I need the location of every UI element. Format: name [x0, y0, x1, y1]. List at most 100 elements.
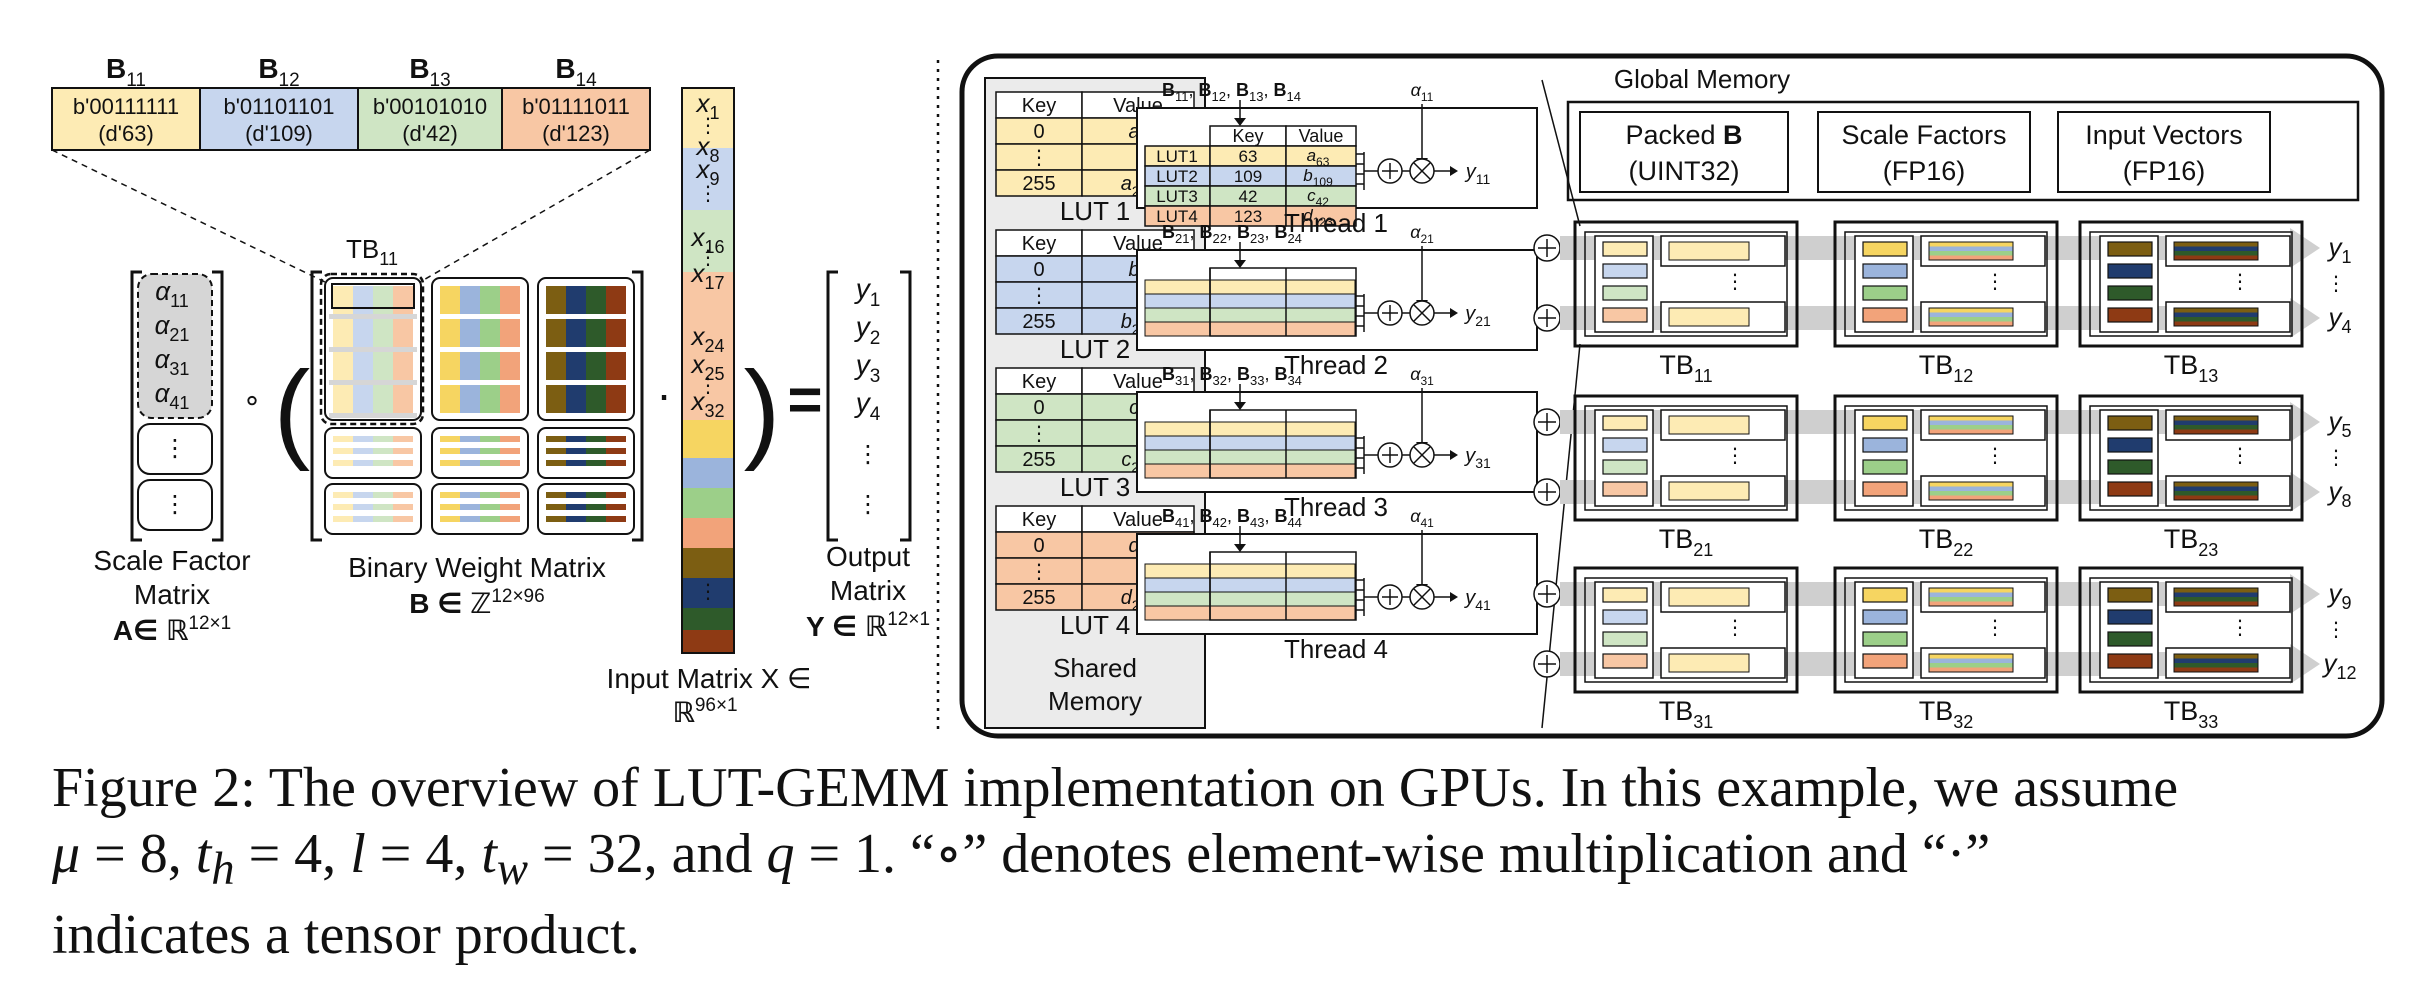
tb-box-12	[1833, 220, 2059, 348]
tb-lut-swatch	[1602, 631, 1648, 647]
thread-alpha-11: α11	[1411, 80, 1434, 104]
tb-label-21-base: TB	[1659, 524, 1694, 554]
x-16-base: x	[689, 222, 705, 252]
tb-stripe	[2174, 317, 2258, 322]
t1-value-sub: 123	[1313, 215, 1333, 229]
tb-label-32-sub: 32	[1953, 712, 1973, 732]
bw-cell	[500, 385, 520, 413]
lut-key-cell	[995, 307, 1083, 335]
bw-lower-cell	[566, 516, 586, 522]
output-label-1: Output	[826, 541, 910, 572]
bw-lower-cell	[333, 436, 353, 442]
tb11-label-base: TB	[346, 234, 379, 264]
thread-b: B	[1237, 506, 1250, 526]
lut-value-a-base: a	[1129, 121, 1140, 143]
binary-weight-set: B ∈ ℤ12×96	[409, 586, 544, 619]
flow-arrow-head	[2290, 298, 2320, 338]
thread-b: B	[1199, 364, 1212, 384]
x-24-sub: 24	[704, 336, 724, 356]
thread-alpha-31: α31	[1410, 364, 1434, 388]
lut-value-header-text: Value	[1113, 509, 1163, 531]
tb-lut-swatch	[1862, 415, 1908, 431]
bw-lower-cell	[333, 448, 353, 454]
tb-lut-swatch	[1862, 263, 1908, 279]
binary-weight-set-sup: 12×96	[491, 586, 544, 607]
shared-memory-label-2: Memory	[1048, 686, 1142, 716]
binary-weight-set-base: B ∈ ℤ	[409, 588, 491, 619]
bw-lower-cell	[373, 492, 393, 498]
bw-lower-cell	[440, 460, 460, 466]
x-segment	[682, 608, 734, 630]
caption-eq-th: = 4,	[234, 823, 351, 885]
bw-lower-cell	[440, 436, 460, 442]
row-y-1-base: y	[2326, 232, 2343, 262]
tb-stripe-box	[2173, 587, 2259, 607]
t1-key-header-text: Key	[1232, 126, 1263, 146]
lut-value-b-base: b	[1129, 259, 1140, 281]
thread-y-31: y31	[1463, 445, 1491, 471]
tb-label-22: TB22	[1919, 524, 1974, 560]
thread-b: B	[1274, 506, 1287, 526]
bw-cell	[586, 286, 606, 314]
bw-lower-cell	[373, 516, 393, 522]
b-header-12-sub: 12	[279, 70, 300, 91]
b-cell-13	[357, 87, 503, 151]
thread-b-sep: ,	[1264, 222, 1274, 242]
tb-stripe	[2174, 420, 2258, 425]
caption-eq-tw: = 32, and	[528, 823, 767, 885]
t1-value-base: c	[1307, 186, 1316, 205]
thread-label-3: Thread 3	[1284, 492, 1388, 522]
mult-x2	[1413, 304, 1431, 322]
tb-lut-swatch	[1602, 415, 1648, 431]
tb-lut-swatch	[2107, 631, 2153, 647]
tb-label-33-base: TB	[2164, 696, 2199, 726]
thread-b-sub: 23	[1250, 231, 1264, 246]
gm-box-1	[1579, 111, 1789, 193]
tb-stripe	[1929, 663, 2013, 668]
lut-key-cell	[995, 143, 1083, 171]
tb-stripe	[2174, 429, 2258, 434]
lut-value-b-base: b	[1121, 311, 1132, 333]
lut-name-3: LUT 3	[1060, 472, 1130, 502]
tb-vdots: ⋮	[1725, 445, 1745, 467]
tb-lut-swatch	[1602, 609, 1648, 625]
b-header-14: B14	[555, 53, 597, 91]
tb-lut-swatch	[1862, 459, 1908, 475]
t1-value: d123	[1303, 206, 1333, 229]
tb-label-12: TB12	[1919, 350, 1974, 386]
bw-lower-cell	[333, 516, 353, 522]
thread-y-41-sub: 41	[1475, 597, 1491, 613]
thread-alpha-11-base: α	[1411, 80, 1422, 100]
thread-b-sub: 21	[1175, 231, 1189, 246]
bw-cell	[373, 352, 393, 380]
tb-stripe	[1929, 425, 2013, 430]
bw-lower-cell	[566, 492, 586, 498]
alpha-21: α21	[155, 310, 190, 345]
x-segment	[682, 88, 734, 148]
alpha-box-2	[137, 423, 213, 475]
alpha-11-sub: 11	[170, 291, 189, 311]
tb-stripe-box	[1928, 307, 2014, 327]
tb-lut-swatch	[1862, 481, 1908, 497]
x-17: x17	[689, 258, 724, 293]
tb-lut-swatch	[1602, 459, 1648, 475]
tb-stripe	[2174, 597, 2258, 602]
tb-stripe	[1929, 416, 2013, 421]
tb-stripe-box	[1928, 241, 2014, 261]
thread-row-cell	[1144, 605, 1356, 621]
x-24: x24	[689, 321, 724, 356]
tb-stripe-box	[1928, 415, 2014, 435]
bw-cell	[480, 385, 500, 413]
tb-stripe	[2174, 321, 2258, 326]
tb-label-32-base: TB	[1919, 696, 1954, 726]
thread-b-labels-3: B31, B32, B33, B34	[1162, 364, 1302, 388]
caption-tw: t	[481, 823, 497, 885]
x-25-base: x	[689, 349, 705, 379]
gm-format-3: (FP16)	[2123, 156, 2206, 186]
lut-value-a-base: a	[1121, 173, 1132, 195]
x-32-sub: 32	[704, 401, 724, 421]
x-16-sub: 16	[704, 237, 724, 257]
tb-w-top	[1668, 241, 1750, 261]
tb-label-32: TB32	[1919, 696, 1974, 732]
thread-row-cell	[1144, 293, 1356, 309]
